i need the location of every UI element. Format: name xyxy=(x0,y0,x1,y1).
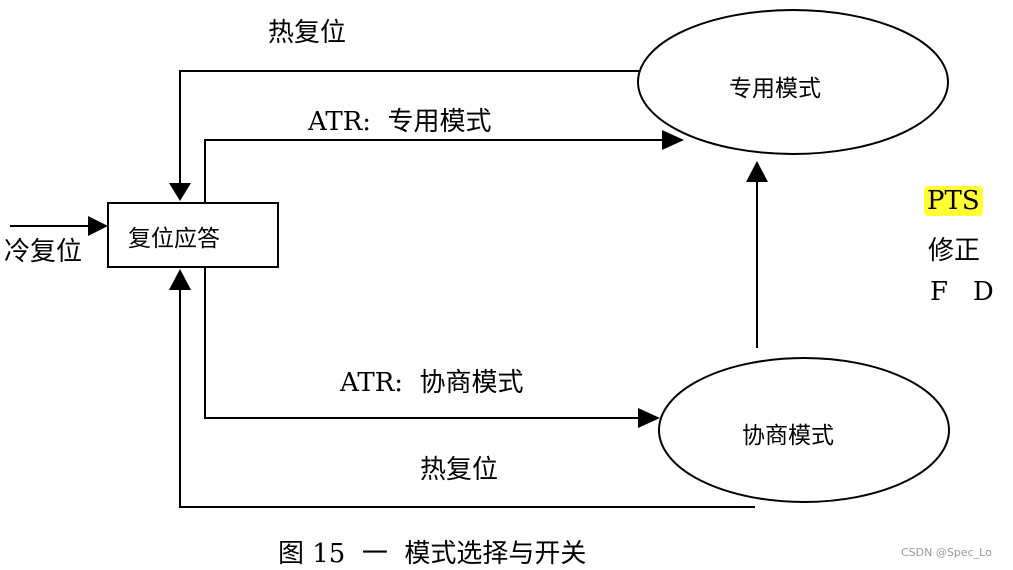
atr-negotiable-arrowhead xyxy=(638,408,660,428)
reset-answer-box xyxy=(107,202,279,268)
dedicated-mode-label: 专用模式 xyxy=(729,76,821,102)
fd-label: F D xyxy=(930,277,994,307)
figure-caption: 图 15 一 模式选择与开关 xyxy=(278,539,587,569)
warm-reset-top-arrowhead xyxy=(169,183,191,201)
cold-reset-arrowhead xyxy=(88,216,108,236)
pts-highlight: PTS xyxy=(924,186,983,216)
negotiable-mode-ellipse xyxy=(658,357,950,503)
reset-answer-label: 复位应答 xyxy=(128,226,220,252)
atr-dedicated-label: ATR: 专用模式 xyxy=(308,107,492,137)
dedicated-mode-ellipse xyxy=(637,9,949,155)
atr-dedicated-arrowhead xyxy=(662,130,684,150)
warm-reset-top-line xyxy=(179,70,640,185)
fix-label: 修正 xyxy=(928,236,981,266)
warm-reset-top-label: 热复位 xyxy=(268,18,347,48)
watermark: CSDN @Spec_Lo xyxy=(901,546,992,559)
cold-reset-label: 冷复位 xyxy=(4,237,83,267)
warm-reset-bottom-label: 热复位 xyxy=(420,455,499,485)
atr-negotiable-label: ATR: 协商模式 xyxy=(340,368,524,398)
warm-reset-bottom-line xyxy=(179,288,755,508)
pts-arrowhead xyxy=(746,161,768,182)
pts-label: PTS xyxy=(924,186,983,216)
negotiable-mode-label: 协商模式 xyxy=(742,423,834,449)
atr-dedicated-line xyxy=(204,139,665,203)
warm-reset-bottom-arrowhead xyxy=(169,269,191,290)
atr-negotiable-line xyxy=(204,267,640,419)
